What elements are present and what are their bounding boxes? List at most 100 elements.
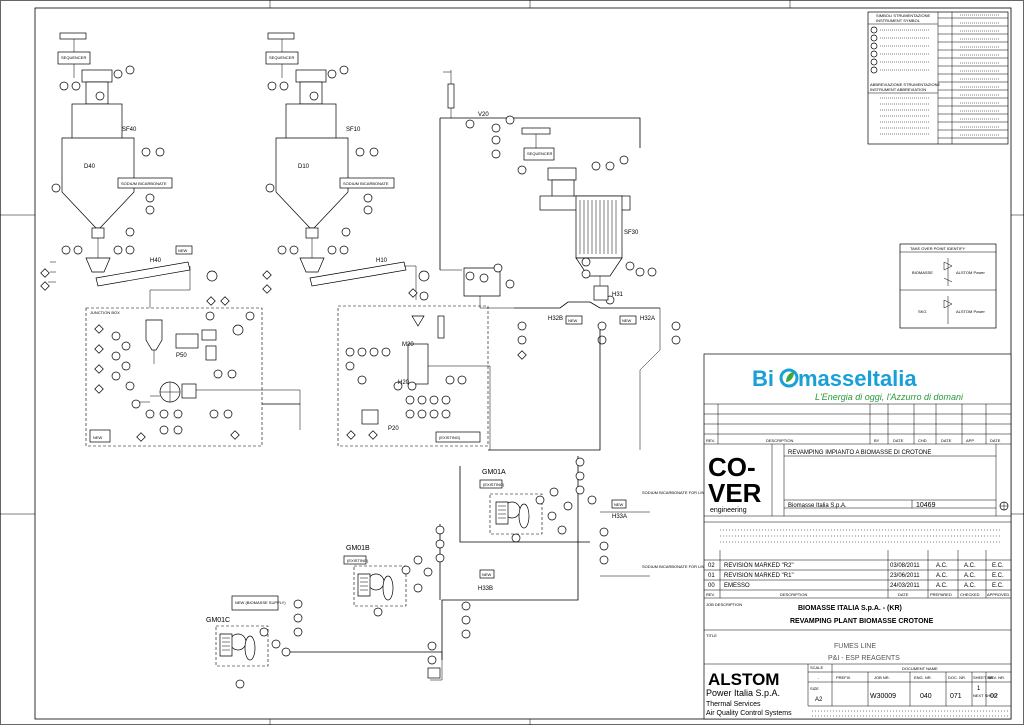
legend-title-en: INSTRUMENT SYMBOL	[876, 18, 921, 23]
rev-row1-rev: 02	[708, 563, 715, 569]
tag-gm01c: GM01C	[206, 617, 230, 624]
abbr-title-it: ABBREVIAZIONE STRUMENTAZIONE	[870, 82, 940, 87]
new-biomasse-note: NEW (BIOMASSE SUPPLY)	[235, 600, 286, 605]
skid-new-left: JUNCTION BOX P50 NEW	[85, 296, 301, 447]
rev-col-date3: DATE	[990, 438, 1001, 443]
sheet-value: 1	[977, 686, 981, 692]
takeover-row1-left: BIOMASSE	[912, 270, 933, 275]
rev-col-rev: REV.	[706, 438, 715, 443]
new-tag-h32b: NEW	[568, 318, 578, 323]
client-logo-a: Bi	[752, 366, 774, 391]
rev-row3-prep: A.C.	[936, 583, 948, 589]
tag-v20: V20	[478, 112, 489, 118]
title-line1: FUMES LINE	[834, 643, 876, 650]
takeover-row2-right: ALSTOM Power	[956, 309, 985, 314]
tag-h32b: H32B	[548, 316, 563, 322]
job-label: JOB DESCRIPTION	[706, 602, 742, 607]
rev-row1-app: E.C.	[992, 563, 1004, 569]
takeover-point-box: TAKE OVER POINT IDENTIFY BIOMASSE ALSTOM…	[899, 243, 997, 329]
scale-value: -	[818, 675, 820, 680]
size-value: A2	[815, 697, 823, 703]
rev-col-app: APP	[966, 438, 974, 443]
new-tag-h32a: NEW	[622, 318, 632, 323]
revh-desc: DESCRIPTION	[780, 592, 807, 597]
rev-row3-date: 24/03/2011	[890, 583, 920, 589]
rev-row1-prep: A.C.	[936, 563, 948, 569]
alstom-div2: Air Quality Control Systems	[706, 710, 792, 717]
sodium-label-right: SODIUM BICARBONATE	[343, 181, 389, 186]
junction-box-label: JUNCTION BOX	[90, 310, 120, 315]
title-block: Bi masseItalia L'Energia di oggi, l'Azzu…	[703, 353, 1012, 720]
silo-tag-d40: D40	[84, 164, 96, 170]
filter-tag-sf10: SF10	[346, 127, 361, 133]
scale-label: SCALE	[810, 665, 823, 670]
rev-col-date2: DATE	[941, 438, 952, 443]
sequencer-label-right: SEQUENCER	[269, 55, 294, 60]
skid-existing-middle: M20 H20 P20 (EXISTING)	[337, 288, 491, 450]
tag-sf30: SF30	[624, 230, 639, 236]
rev-row3-rev: 00	[708, 583, 715, 589]
sequencer-label-sf30: SEQUENCER	[527, 151, 552, 156]
existing-tag-gm01b: (EXISTING)	[347, 558, 369, 563]
engnr-label: ENG. NR.	[914, 675, 932, 680]
existing-tag-gm01a: (EXISTING)	[483, 482, 505, 487]
rev-row3-desc: EMESSO	[724, 583, 750, 589]
rev-row2-prep: A.C.	[936, 573, 948, 579]
new-tag-h40: NEW	[178, 248, 188, 253]
alstom-company: Power Italia S.p.A.	[706, 688, 780, 698]
rev-row1-date: 03/08/2011	[890, 563, 920, 569]
cover-logo-bottom: VER	[708, 478, 762, 508]
rev-value: 02	[990, 693, 998, 700]
tag-h32a: H32A	[640, 316, 655, 322]
sodium-label-left: SODIUM BICARBONATE	[121, 181, 167, 186]
sequencer-label-left: SEQUENCER	[61, 55, 86, 60]
tag-gm01b: GM01B	[346, 545, 370, 552]
silo-d40-group: SEQUENCER D40 SF40 SODIUM BICARBONATE H4…	[40, 32, 218, 308]
tag-h20: H20	[398, 380, 410, 386]
takeover-row1-right: ALSTOM Power	[956, 270, 985, 275]
jobnr-label: JOB NR.	[874, 675, 890, 680]
eng-value: 040	[920, 693, 932, 700]
docname-label: DOCUMENT NAME	[902, 666, 938, 671]
revh-rev: REV.	[706, 592, 715, 597]
rev-row2-date: 23/06/2011	[890, 573, 920, 579]
tag-h31: H31	[612, 292, 624, 298]
legend-title-it: SIMBOLI STRUMENTAZIONE	[876, 13, 930, 18]
cover-logo-top: CO-	[708, 452, 756, 482]
revh-checked: CHECKED	[960, 592, 980, 597]
doc-value: 071	[950, 693, 962, 700]
existing-tag-middle: (EXISTING)	[439, 435, 461, 440]
screw-tag-h40: H40	[150, 258, 162, 264]
cover-client: Biomasse Italia S.p.A.	[788, 503, 847, 509]
tag-p20: P20	[388, 426, 399, 432]
sheetnr-label: SHEET NR.	[973, 675, 994, 680]
cover-logo-sub: engineering	[710, 507, 747, 514]
silo-tag-d10: D10	[298, 164, 310, 170]
revh-approved: APPROVED	[987, 592, 1009, 597]
tag-h33b: H33B	[478, 586, 493, 592]
revnr-label: REV. NR.	[988, 675, 1005, 680]
new-tag-skid-left: NEW	[93, 435, 103, 440]
filter-sf30-group: V20 SEQUENCER SF30 H31 H32B NEW NEW H32A	[439, 70, 681, 360]
rev-row2-rev: 01	[708, 573, 715, 579]
gm01c-unit: NEW (BIOMASSE SUPPLY) GM01C	[206, 595, 441, 689]
rev-row2-chk: A.C.	[964, 573, 976, 579]
takeover-row2-left: SKG	[918, 309, 926, 314]
line2-note: SODIUM BICARBONATE FOR LINE 2	[642, 564, 711, 569]
silo-d10-group: SEQUENCER D10 SF10 SODIUM BICARBONATE H1…	[262, 32, 430, 300]
rev-row2-app: E.C.	[992, 573, 1004, 579]
revh-date: DATE	[898, 592, 909, 597]
new-tag-h33a: NEW	[614, 502, 624, 507]
title-label: TITLE	[706, 633, 717, 638]
screw-tag-h10: H10	[376, 258, 388, 264]
filter-tag-sf40: SF40	[122, 127, 137, 133]
size-label: SIZE	[810, 686, 819, 691]
leaf-shape	[786, 372, 794, 382]
client-logo-b: masseItalia	[798, 366, 917, 391]
abbr-title-en: INSTRUMENT ABBREVIATION	[870, 87, 926, 92]
takeover-title: TAKE OVER POINT IDENTIFY	[910, 246, 966, 251]
cover-number: 10469	[916, 502, 936, 509]
job-line1: BIOMASSE ITALIA S.p.A. - (KR)	[798, 605, 902, 612]
gm01b-unit: GM01B (EXISTING) NEW H33B SODIUM BICARBO…	[343, 525, 711, 639]
